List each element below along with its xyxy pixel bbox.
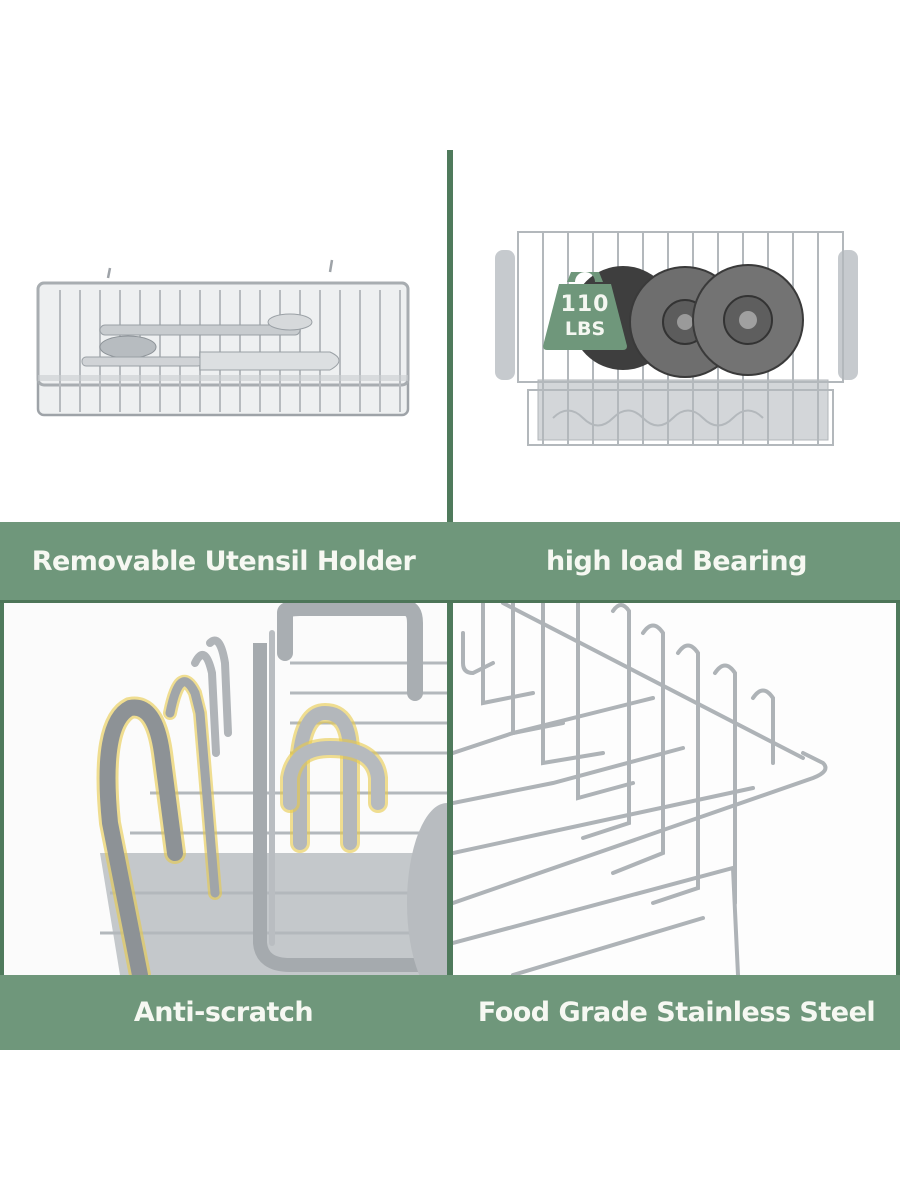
load-bearing-image xyxy=(453,150,900,522)
wire-rack-corner-illustration xyxy=(453,603,900,975)
caption-load-bearing: high load Bearing xyxy=(546,545,807,577)
frame-border-left xyxy=(0,603,4,975)
kettlebell-weight-icon xyxy=(543,272,627,350)
anti-scratch-image xyxy=(0,603,447,975)
caption-stainless-steel: Food Grade Stainless Steel xyxy=(477,997,876,1028)
frame-border-right xyxy=(896,603,900,975)
caption-band-bottom: Anti-scratch Food Grade Stainless Steel xyxy=(0,975,900,1050)
coated-prongs-illustration xyxy=(0,603,447,975)
caption-band-top: Removable Utensil Holder high load Beari… xyxy=(0,522,900,603)
weight-unit: LBS xyxy=(564,318,606,340)
utensil-holder-image xyxy=(0,150,447,522)
dish-rack-weights-illustration xyxy=(495,231,858,446)
weight-badge: 110 LBS xyxy=(541,268,629,350)
utensil-basket-illustration xyxy=(36,259,410,417)
caption-utensil-holder: Removable Utensil Holder xyxy=(31,545,416,577)
stainless-steel-image xyxy=(453,603,900,975)
weight-value: 110 xyxy=(560,292,610,317)
caption-anti-scratch: Anti-scratch xyxy=(133,997,314,1028)
